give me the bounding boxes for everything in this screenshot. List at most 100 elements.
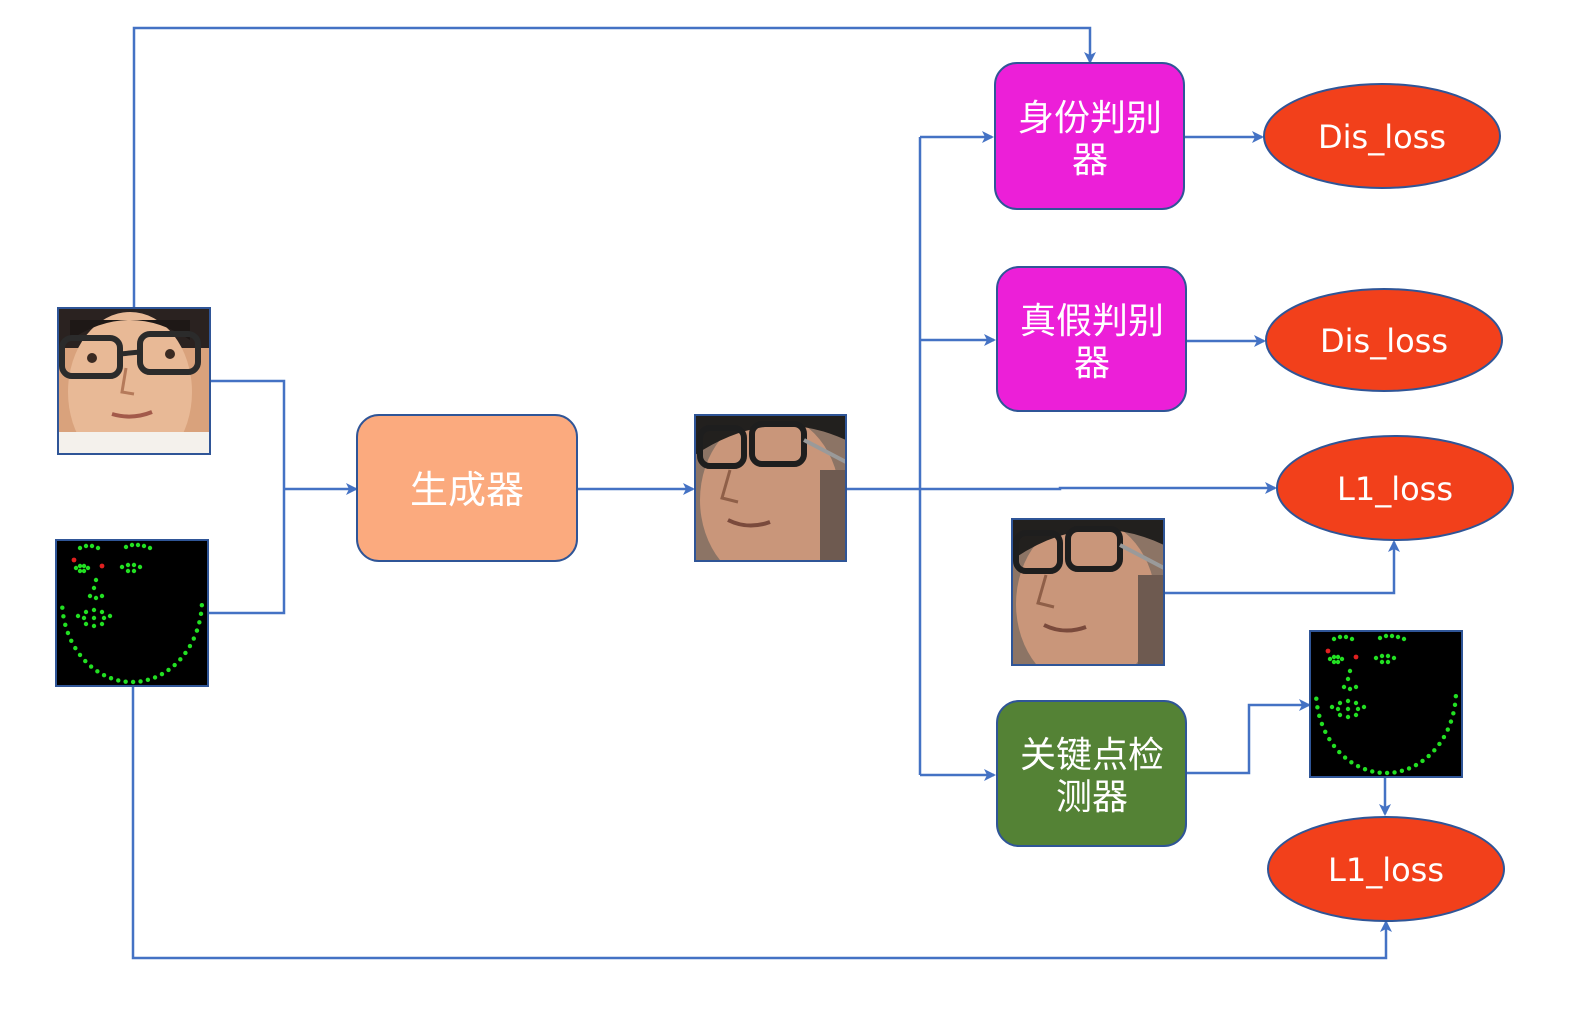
landmark-dot bbox=[77, 568, 83, 574]
landmark-dot bbox=[1373, 655, 1379, 661]
landmark-dot bbox=[1399, 768, 1405, 774]
landmark-dot bbox=[1347, 668, 1353, 674]
landmark-dot bbox=[1452, 702, 1458, 708]
landmark-dot bbox=[101, 615, 107, 621]
landmark-dot bbox=[83, 543, 89, 549]
l1-image-loss-label: L1_loss bbox=[1337, 470, 1453, 508]
landmark-dot bbox=[1379, 659, 1385, 665]
connector-input-landmarks-to-l1-loss bbox=[131, 686, 1392, 960]
landmark-dot bbox=[83, 609, 89, 615]
landmark-dot bbox=[135, 542, 141, 548]
landmark-dot bbox=[60, 605, 65, 610]
landmark-dot bbox=[1339, 656, 1345, 662]
landmark-dot bbox=[83, 658, 88, 664]
landmark-dot bbox=[75, 613, 81, 619]
landmark-dot bbox=[1362, 767, 1368, 772]
landmark-dot bbox=[1349, 636, 1355, 642]
landmark-dot bbox=[1392, 770, 1397, 775]
connector-target-to-l1-loss bbox=[1164, 540, 1400, 595]
landmark-dot bbox=[73, 645, 78, 651]
landmark-dot bbox=[1337, 700, 1343, 706]
identity-loss-label: Dis_loss bbox=[1318, 118, 1446, 156]
landmark-dot bbox=[123, 544, 129, 550]
landmark-dot bbox=[152, 675, 158, 680]
landmark-dot bbox=[1391, 655, 1397, 661]
landmark-dot bbox=[159, 671, 165, 677]
landmark-dot bbox=[1347, 686, 1353, 692]
realfake-discriminator-box: 真假判别 器 bbox=[996, 266, 1187, 412]
landmark-dot bbox=[1445, 727, 1450, 732]
landmark-dot bbox=[99, 609, 105, 615]
landmark-dot bbox=[1377, 635, 1383, 641]
landmark-dot bbox=[147, 545, 153, 551]
landmark-dot bbox=[107, 613, 113, 619]
landmark-dot bbox=[1401, 636, 1407, 642]
landmark-eye-marker bbox=[1325, 648, 1331, 654]
landmark-dot bbox=[1327, 656, 1333, 662]
landmark-dot bbox=[1345, 698, 1351, 704]
keypoint-detector-box: 关键点检 测器 bbox=[996, 700, 1187, 847]
landmark-dot bbox=[131, 562, 137, 568]
landmark-dot bbox=[1331, 743, 1337, 749]
landmark-dot bbox=[99, 621, 105, 627]
landmark-dot bbox=[1353, 700, 1359, 706]
landmark-dot bbox=[1383, 633, 1389, 639]
landmark-dot bbox=[93, 595, 99, 601]
landmark-dot bbox=[1345, 714, 1351, 720]
keypoint-detector-label-line1: 关键点检 bbox=[1020, 735, 1164, 776]
landmark-eye-marker bbox=[71, 557, 77, 563]
landmark-dot bbox=[1331, 659, 1337, 665]
landmark-dot bbox=[1337, 749, 1342, 755]
landmark-dot bbox=[166, 667, 171, 673]
landmark-dot bbox=[1448, 719, 1454, 724]
realfake-loss-node: Dis_loss bbox=[1265, 288, 1503, 392]
landmark-dot bbox=[187, 643, 193, 649]
landmark-dot bbox=[194, 628, 200, 633]
landmark-dot bbox=[1335, 654, 1341, 660]
landmark-dot bbox=[1349, 760, 1354, 765]
landmark-dot bbox=[69, 638, 74, 643]
landmark-dot bbox=[81, 615, 87, 621]
landmark-dot bbox=[1323, 729, 1328, 734]
landmark-dot bbox=[129, 542, 135, 548]
generator-box: 生成器 bbox=[356, 414, 578, 562]
landmark-dot bbox=[1361, 704, 1367, 710]
landmark-dot bbox=[1317, 713, 1322, 719]
landmark-dot bbox=[1453, 693, 1459, 699]
landmark-dot bbox=[1355, 706, 1361, 712]
landmark-dot bbox=[81, 568, 87, 574]
landmark-dot bbox=[77, 652, 83, 658]
landmark-dot bbox=[1319, 721, 1325, 727]
input-landmarks-image bbox=[55, 539, 209, 687]
landmark-dot bbox=[1377, 770, 1382, 775]
landmark-dot bbox=[1345, 706, 1351, 712]
detected-landmark-points bbox=[1314, 633, 1459, 776]
landmark-dot bbox=[1389, 633, 1395, 639]
landmark-dot bbox=[99, 593, 105, 599]
input-face-image bbox=[57, 307, 211, 455]
connectors bbox=[131, 26, 1400, 960]
landmark-dot bbox=[91, 607, 97, 613]
landmark-dot bbox=[91, 615, 97, 621]
landmark-dot bbox=[1451, 711, 1456, 716]
landmark-dot bbox=[81, 563, 87, 569]
l1-keypoint-loss-node: L1_loss bbox=[1267, 816, 1505, 922]
connector-keypoint-to-landmarks bbox=[1187, 699, 1311, 775]
landmark-dot bbox=[91, 585, 97, 591]
landmark-dot bbox=[77, 545, 83, 551]
landmark-dot bbox=[1420, 758, 1425, 764]
landmark-dot bbox=[1341, 684, 1347, 690]
landmark-dot bbox=[123, 679, 128, 684]
landmark-dot bbox=[125, 568, 131, 574]
landmark-dot bbox=[130, 679, 136, 685]
landmark-dot bbox=[101, 672, 107, 678]
landmark-dot bbox=[61, 614, 66, 619]
l1-image-loss-node: L1_loss bbox=[1276, 435, 1514, 541]
landmark-dot bbox=[119, 564, 125, 570]
landmark-dot bbox=[178, 657, 183, 662]
landmark-dot bbox=[1432, 748, 1437, 753]
landmark-eye-marker bbox=[99, 563, 105, 569]
connector-input-face-to-identity bbox=[132, 26, 1096, 308]
landmark-eye-marker bbox=[1353, 654, 1359, 660]
